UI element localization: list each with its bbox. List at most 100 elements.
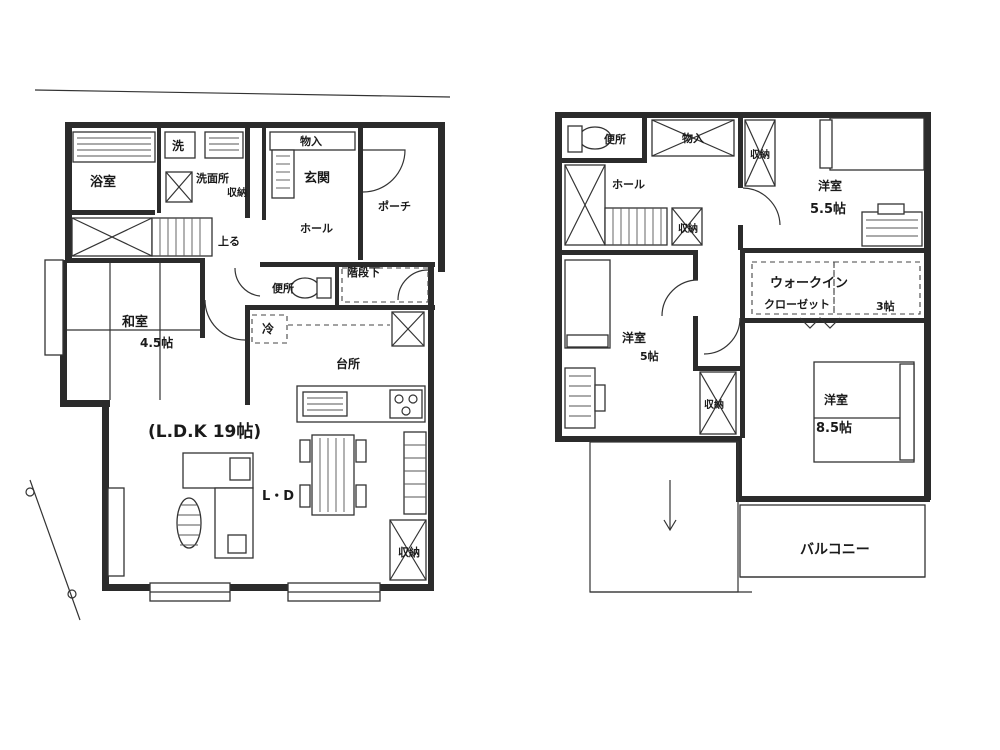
wall-left-2f bbox=[555, 112, 562, 442]
label-fridge: 冷 bbox=[262, 321, 274, 336]
chair-icon bbox=[594, 384, 606, 412]
label-porch: ポーチ bbox=[378, 199, 411, 213]
bed-icon bbox=[813, 361, 915, 463]
wall-kitchen-top bbox=[245, 305, 435, 310]
window-living bbox=[107, 487, 125, 577]
label-pantry: 階段下 bbox=[347, 265, 380, 279]
shoe-cabinet-icon bbox=[269, 131, 356, 151]
label-closet-2: 物入 bbox=[682, 131, 704, 145]
wall-bath-bottom bbox=[65, 210, 155, 215]
site-marker bbox=[67, 589, 77, 599]
window-japanese bbox=[44, 259, 64, 356]
wall-bedroom3-left bbox=[736, 436, 742, 502]
label-bedroom-3: 洋室 bbox=[824, 392, 848, 407]
wall-right-upper bbox=[438, 122, 445, 272]
chair-icon bbox=[355, 484, 367, 508]
label-bedroom-1: 洋室 bbox=[818, 178, 842, 193]
wall-porch-left bbox=[358, 128, 363, 260]
label-bedroom-2-size: 5帖 bbox=[640, 349, 659, 363]
bed-icon bbox=[564, 259, 611, 349]
first-floor-plan: 浴室 洗 洗面所 収納 物入 玄関 ホール ポーチ 上る 便所 階段下 和室 4… bbox=[25, 89, 451, 621]
label-toilet-1: 便所 bbox=[272, 281, 294, 295]
bed-icon bbox=[829, 117, 925, 171]
wall-top bbox=[65, 122, 445, 128]
label-bedroom-3-size: 8.5帖 bbox=[816, 420, 852, 436]
label-storage-2: 収納 bbox=[398, 545, 420, 559]
site-line bbox=[34, 89, 451, 98]
label-storage-4: 収納 bbox=[678, 222, 698, 235]
wall-kitchen-left bbox=[245, 305, 250, 405]
wall-right-lower bbox=[428, 265, 434, 590]
site-line-diagonal bbox=[29, 479, 81, 621]
label-bedroom-1-size: 5.5帖 bbox=[810, 201, 846, 217]
label-balcony: バルコニー bbox=[800, 542, 870, 558]
wall-storage5-top bbox=[693, 366, 740, 371]
wall-bedroom2-top bbox=[562, 250, 697, 255]
wic-area-2 bbox=[833, 261, 921, 315]
wall-toilet2-bottom bbox=[562, 158, 647, 163]
wall-closet2-right bbox=[738, 118, 743, 188]
fridge-space bbox=[251, 314, 288, 344]
wall-bedroom2-right bbox=[693, 316, 698, 371]
label-living: L・D bbox=[262, 489, 294, 504]
wall-bedroom1-bottom bbox=[740, 248, 930, 253]
label-ldk-note: (L.D.K 19帖) bbox=[148, 421, 261, 442]
label-toilet-2: 便所 bbox=[604, 132, 626, 146]
stove-icon bbox=[389, 389, 423, 419]
desk-icon bbox=[564, 367, 596, 429]
shelf-icon bbox=[403, 431, 427, 515]
label-hall-1: ホール bbox=[300, 222, 333, 235]
label-japanese-size: 4.5帖 bbox=[140, 335, 173, 350]
label-wic-line2: クローゼット bbox=[764, 297, 830, 311]
site-marker bbox=[25, 487, 35, 497]
second-floor-plan: 便所 物入 収納 ホール 収納 洋室 5.5帖 ウォークイン クローゼット 3帖… bbox=[555, 112, 931, 593]
toilet-door-swing bbox=[234, 267, 261, 297]
bathtub-icon bbox=[72, 131, 156, 163]
label-bedroom-2: 洋室 bbox=[622, 330, 646, 345]
wall-bath-right bbox=[157, 128, 161, 213]
bedroom2-door-swing bbox=[661, 279, 699, 317]
wall-right-2f bbox=[924, 112, 931, 500]
label-stair-up: 上る bbox=[218, 234, 240, 248]
wall-bedroom3-top-left bbox=[740, 253, 745, 438]
washer-icon bbox=[164, 131, 196, 159]
wic-folding-door bbox=[799, 317, 841, 329]
cushion-icon bbox=[229, 457, 251, 481]
desk-icon bbox=[861, 211, 923, 247]
wall-japanese-bottom bbox=[60, 400, 110, 407]
wall-toilet-right bbox=[335, 262, 339, 307]
wall-entrance-left bbox=[262, 128, 266, 220]
coffee-table-icon bbox=[176, 497, 202, 549]
label-kitchen: 台所 bbox=[336, 356, 360, 371]
label-bath: 浴室 bbox=[90, 174, 116, 190]
chair-icon bbox=[299, 484, 311, 508]
void-area bbox=[589, 441, 739, 593]
tatami-mats bbox=[67, 263, 200, 400]
wall-japanese-right bbox=[200, 258, 205, 338]
bedroom3-door-swing bbox=[703, 317, 741, 355]
japanese-door-swing bbox=[204, 299, 246, 341]
arrow-down-head-icon bbox=[663, 519, 677, 532]
chair-icon bbox=[299, 439, 311, 463]
wall-bottom-left-2f bbox=[555, 436, 740, 442]
bedroom1-door-swing bbox=[742, 187, 781, 226]
label-wic-line1: ウォークイン bbox=[770, 276, 848, 291]
label-storage-1: 収納 bbox=[227, 186, 247, 199]
dining-table bbox=[311, 434, 355, 516]
pantry-area bbox=[341, 267, 429, 303]
wall-bedroom2-door-jamb bbox=[693, 250, 698, 280]
label-wic-size: 3帖 bbox=[876, 299, 895, 313]
wall-bedroom3-bottom bbox=[736, 496, 930, 502]
balcony-area bbox=[739, 504, 926, 578]
wall-toilet2-right bbox=[642, 118, 647, 158]
label-entrance: 玄関 bbox=[304, 170, 330, 186]
label-storage-3: 収納 bbox=[750, 148, 770, 161]
wic-area bbox=[751, 261, 835, 315]
chair-icon bbox=[877, 203, 905, 215]
chair-icon bbox=[355, 439, 367, 463]
label-washroom: 洗面所 bbox=[196, 171, 229, 185]
wall-left-upper bbox=[65, 122, 72, 262]
entrance-step-icon bbox=[271, 149, 295, 199]
toilet-icon bbox=[290, 277, 320, 299]
